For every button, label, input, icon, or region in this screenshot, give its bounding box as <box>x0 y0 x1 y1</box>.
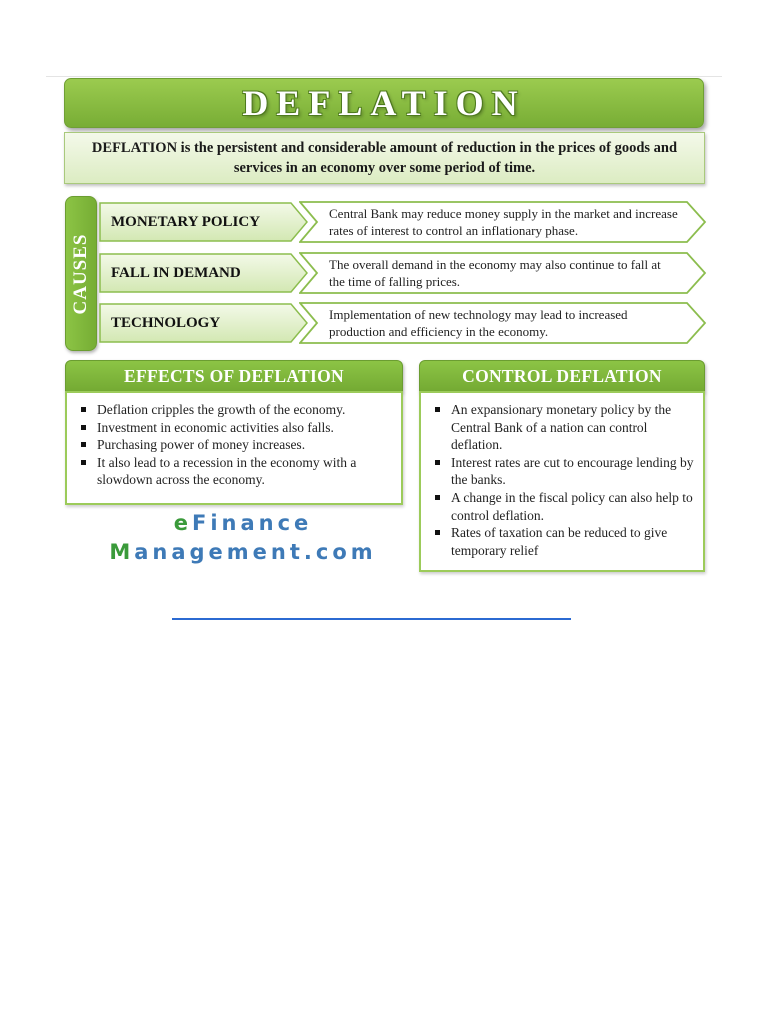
list-item: It also lead to a recession in the econo… <box>77 454 393 489</box>
cause-fall-in-demand: FALL IN DEMAND <box>99 253 309 293</box>
cause-name-shape <box>99 253 308 293</box>
list-item: An expansionary monetary policy by the C… <box>431 401 695 454</box>
brand-text: Finance <box>191 511 313 535</box>
cause-name-label: TECHNOLOGY <box>111 315 221 331</box>
cause-desc-shape <box>299 201 707 243</box>
causes-tab: CAUSES <box>65 196 97 351</box>
cause-name-shape <box>99 202 308 242</box>
brand-logo-line2: Management.com <box>108 540 378 564</box>
effects-panel: Deflation cripples the growth of the eco… <box>65 391 403 505</box>
brand-accent: M <box>109 540 135 564</box>
list-item: Rates of taxation can be reduced to give… <box>431 524 695 559</box>
control-list: An expansionary monetary policy by the C… <box>431 401 695 559</box>
cause-technology-description: Implementation of new technology may lea… <box>299 302 707 344</box>
list-item: Interest rates are cut to encourage lend… <box>431 454 695 489</box>
list-item: Deflation cripples the growth of the eco… <box>77 401 393 419</box>
cause-name-label: FALL IN DEMAND <box>111 265 241 281</box>
brand-logo-line1: eFinance <box>108 511 378 535</box>
cause-monetary-policy: MONETARY POLICY <box>99 202 309 242</box>
causes-label: CAUSES <box>70 233 91 314</box>
cause-technology: TECHNOLOGY <box>99 303 309 343</box>
control-title: CONTROL DEFLATION <box>462 365 662 386</box>
cause-fall-in-demand-description: The overall demand in the economy may al… <box>299 252 707 294</box>
top-rule <box>46 76 722 77</box>
cause-name-shape <box>99 303 308 343</box>
cause-description-text: The overall demand in the economy may al… <box>329 257 661 289</box>
cause-desc-shape <box>299 252 707 294</box>
control-panel: An expansionary monetary policy by the C… <box>419 391 705 572</box>
list-item: Investment in economic activities also f… <box>77 419 393 437</box>
cause-desc-shape <box>299 302 707 344</box>
effects-header: EFFECTS OF DEFLATION <box>65 360 403 392</box>
definition-text: DEFLATION is the persistent and consider… <box>91 140 678 176</box>
cause-description-text: Central Bank may reduce money supply in … <box>329 206 678 238</box>
control-header: CONTROL DEFLATION <box>419 360 705 392</box>
title-banner: DEFLATION <box>64 78 704 128</box>
divider-line <box>172 618 571 620</box>
list-item: Purchasing power of money increases. <box>77 436 393 454</box>
effects-list: Deflation cripples the growth of the eco… <box>77 401 393 489</box>
cause-monetary-policy-description: Central Bank may reduce money supply in … <box>299 201 707 243</box>
page-title: DEFLATION <box>242 83 526 123</box>
list-item: A change in the fiscal policy can also h… <box>431 489 695 524</box>
brand-accent: e <box>173 511 192 535</box>
cause-description-text: Implementation of new technology may lea… <box>329 307 628 339</box>
brand-text: anagement.com <box>134 540 377 564</box>
cause-name-label: MONETARY POLICY <box>111 214 261 230</box>
definition-box: DEFLATION is the persistent and consider… <box>64 132 705 184</box>
effects-title: EFFECTS OF DEFLATION <box>124 365 344 386</box>
